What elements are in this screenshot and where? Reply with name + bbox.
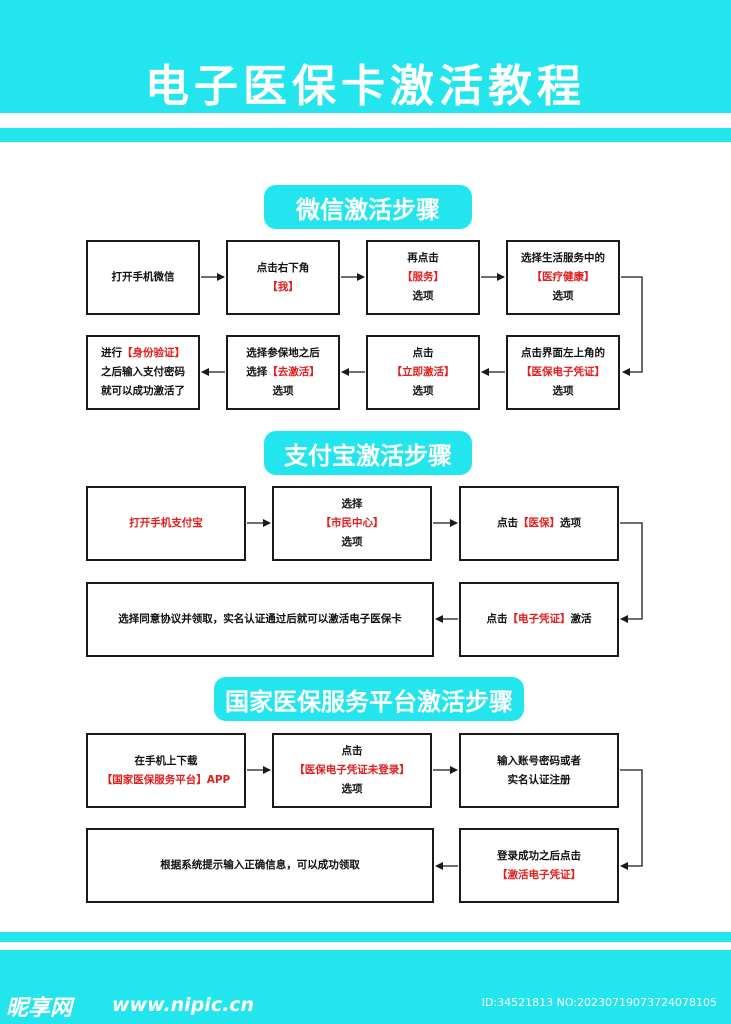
step-highlight: 【医保】 [518, 517, 560, 529]
wechat-step-4: 选择生活服务中的 【医疗健康】 选项 [506, 240, 620, 315]
step-text: 输入账号密码或者 [497, 754, 581, 767]
step-text-after: 选项 [272, 385, 294, 397]
step-text-after: 实名认证注册 [507, 773, 571, 786]
step-text: 选择参保地之后 [246, 347, 320, 359]
step-text: 点击界面左上角的 [521, 347, 605, 359]
step-text-after: 选项 [552, 385, 574, 397]
step-text: 选择同意协议并领取，实名认证通过后就可以激活电子医保卡 [118, 613, 402, 625]
national-step-5: 根据系统提示输入正确信息，可以成功领取 [86, 828, 434, 903]
step-text: 点击右下角 [256, 261, 310, 274]
alipay-step-2: 选择 【市民中心】 选项 [272, 486, 432, 561]
step-text-after: 选项 [560, 517, 581, 529]
step-text: 根据系统提示输入正确信息，可以成功领取 [160, 859, 360, 871]
wechat-step-5: 点击界面左上角的 【医保电子凭证】 选项 [506, 335, 620, 410]
national-step-3: 输入账号密码或者 实名认证注册 [459, 733, 619, 808]
step-text: 登录成功之后点击 [497, 849, 581, 862]
step-highlight: 【激活电子凭证】 [497, 868, 581, 881]
step-text-after: 选项 [341, 783, 363, 795]
step-text-after: 激活 [570, 613, 592, 625]
alipay-step-4: 点击【电子凭证】激活 [459, 582, 619, 657]
step-highlight: 【电子凭证】 [507, 613, 571, 625]
step-text: 选择 [341, 498, 363, 510]
step-highlight: 【身份验证】 [122, 347, 185, 359]
step-text: 再点击 [407, 252, 439, 264]
footer-stripe [0, 932, 731, 942]
section-heading-alipay: 支付宝激活步骤 [264, 431, 472, 475]
step-text-after: 之后输入支付密码 [101, 366, 185, 378]
national-step-4: 登录成功之后点击 【激活电子凭证】 [459, 828, 619, 903]
step-highlight: 【医保电子凭证未登录】 [294, 764, 410, 776]
step-text: 点击 [497, 517, 518, 529]
step-text: 选择生活服务中的 [521, 252, 605, 264]
step-highlight: 【去激活】 [267, 366, 320, 378]
wechat-step-7: 选择参保地之后 选择【去激活】 选项 [226, 335, 340, 410]
page-title: 电子医保卡激活教程 [145, 61, 586, 112]
arrow-turn-down [621, 276, 643, 376]
section-heading-wechat: 微信激活步骤 [264, 185, 472, 229]
step-text-after-2: 就可以成功激活了 [101, 385, 185, 397]
step-text-after: 选项 [412, 290, 434, 302]
step-line: 点击【医保】选项 [497, 514, 581, 533]
national-step-2: 点击 【医保电子凭证未登录】 选项 [272, 733, 432, 808]
step-text-after: 选项 [341, 536, 363, 548]
step-text: 打开手机微信 [111, 271, 175, 283]
wechat-step-6: 点击 【立即激活】 选项 [366, 335, 480, 410]
section-heading-national: 国家医保服务平台激活步骤 [214, 677, 524, 721]
step-highlight: 【医保电子凭证】 [521, 366, 605, 378]
step-line: 选择【去激活】 [246, 363, 320, 382]
step-highlight: 【服务】 [402, 271, 444, 283]
alipay-step-1: 打开手机支付宝 [86, 486, 246, 561]
header-band [0, 0, 731, 113]
alipay-step-3: 点击【医保】选项 [459, 486, 619, 561]
step-highlight: 【立即激活】 [391, 366, 455, 378]
step-text-after: 选项 [412, 385, 434, 397]
step-text: 在手机上下载 [134, 754, 198, 767]
step-text: 点击 [341, 745, 363, 757]
step-highlight: 【市民中心】 [320, 517, 384, 529]
watermark-id: ID:34521813 NO:20230719073724078105 [481, 996, 717, 1009]
step-text: 点击 [412, 347, 434, 359]
footer-band [0, 950, 731, 1024]
step-highlight: 打开手机支付宝 [129, 517, 203, 529]
header-stripe [0, 128, 731, 142]
alipay-step-5: 选择同意协议并领取，实名认证通过后就可以激活电子医保卡 [86, 582, 434, 657]
step-text: 进行 [101, 347, 122, 359]
step-highlight: 【我】 [267, 280, 299, 293]
arrow-turn-down [620, 769, 643, 870]
wechat-step-2: 点击右下角 【我】 [226, 240, 340, 315]
national-step-1: 在手机上下载 【国家医保服务平台】APP [86, 733, 246, 808]
step-line: 点击【电子凭证】激活 [487, 610, 592, 629]
step-highlight: 【国家医保服务平台】APP [101, 773, 231, 786]
wechat-step-1: 打开手机微信 [86, 240, 200, 315]
step-text: 点击 [486, 613, 508, 625]
step-highlight: 【医疗健康】 [531, 271, 595, 283]
step-text-prefix: 选择 [246, 366, 268, 378]
arrow-turn-down [620, 522, 643, 623]
wechat-step-8: 进行【身份验证】 之后输入支付密码 就可以成功激活了 [86, 335, 200, 410]
watermark-site: www.nipic.cn [112, 994, 255, 1016]
step-text-after: 选项 [552, 290, 574, 302]
watermark-logo: 昵享网 [6, 996, 73, 1021]
step-line: 进行【身份验证】 [101, 344, 185, 363]
wechat-step-3: 再点击 【服务】 选项 [366, 240, 480, 315]
